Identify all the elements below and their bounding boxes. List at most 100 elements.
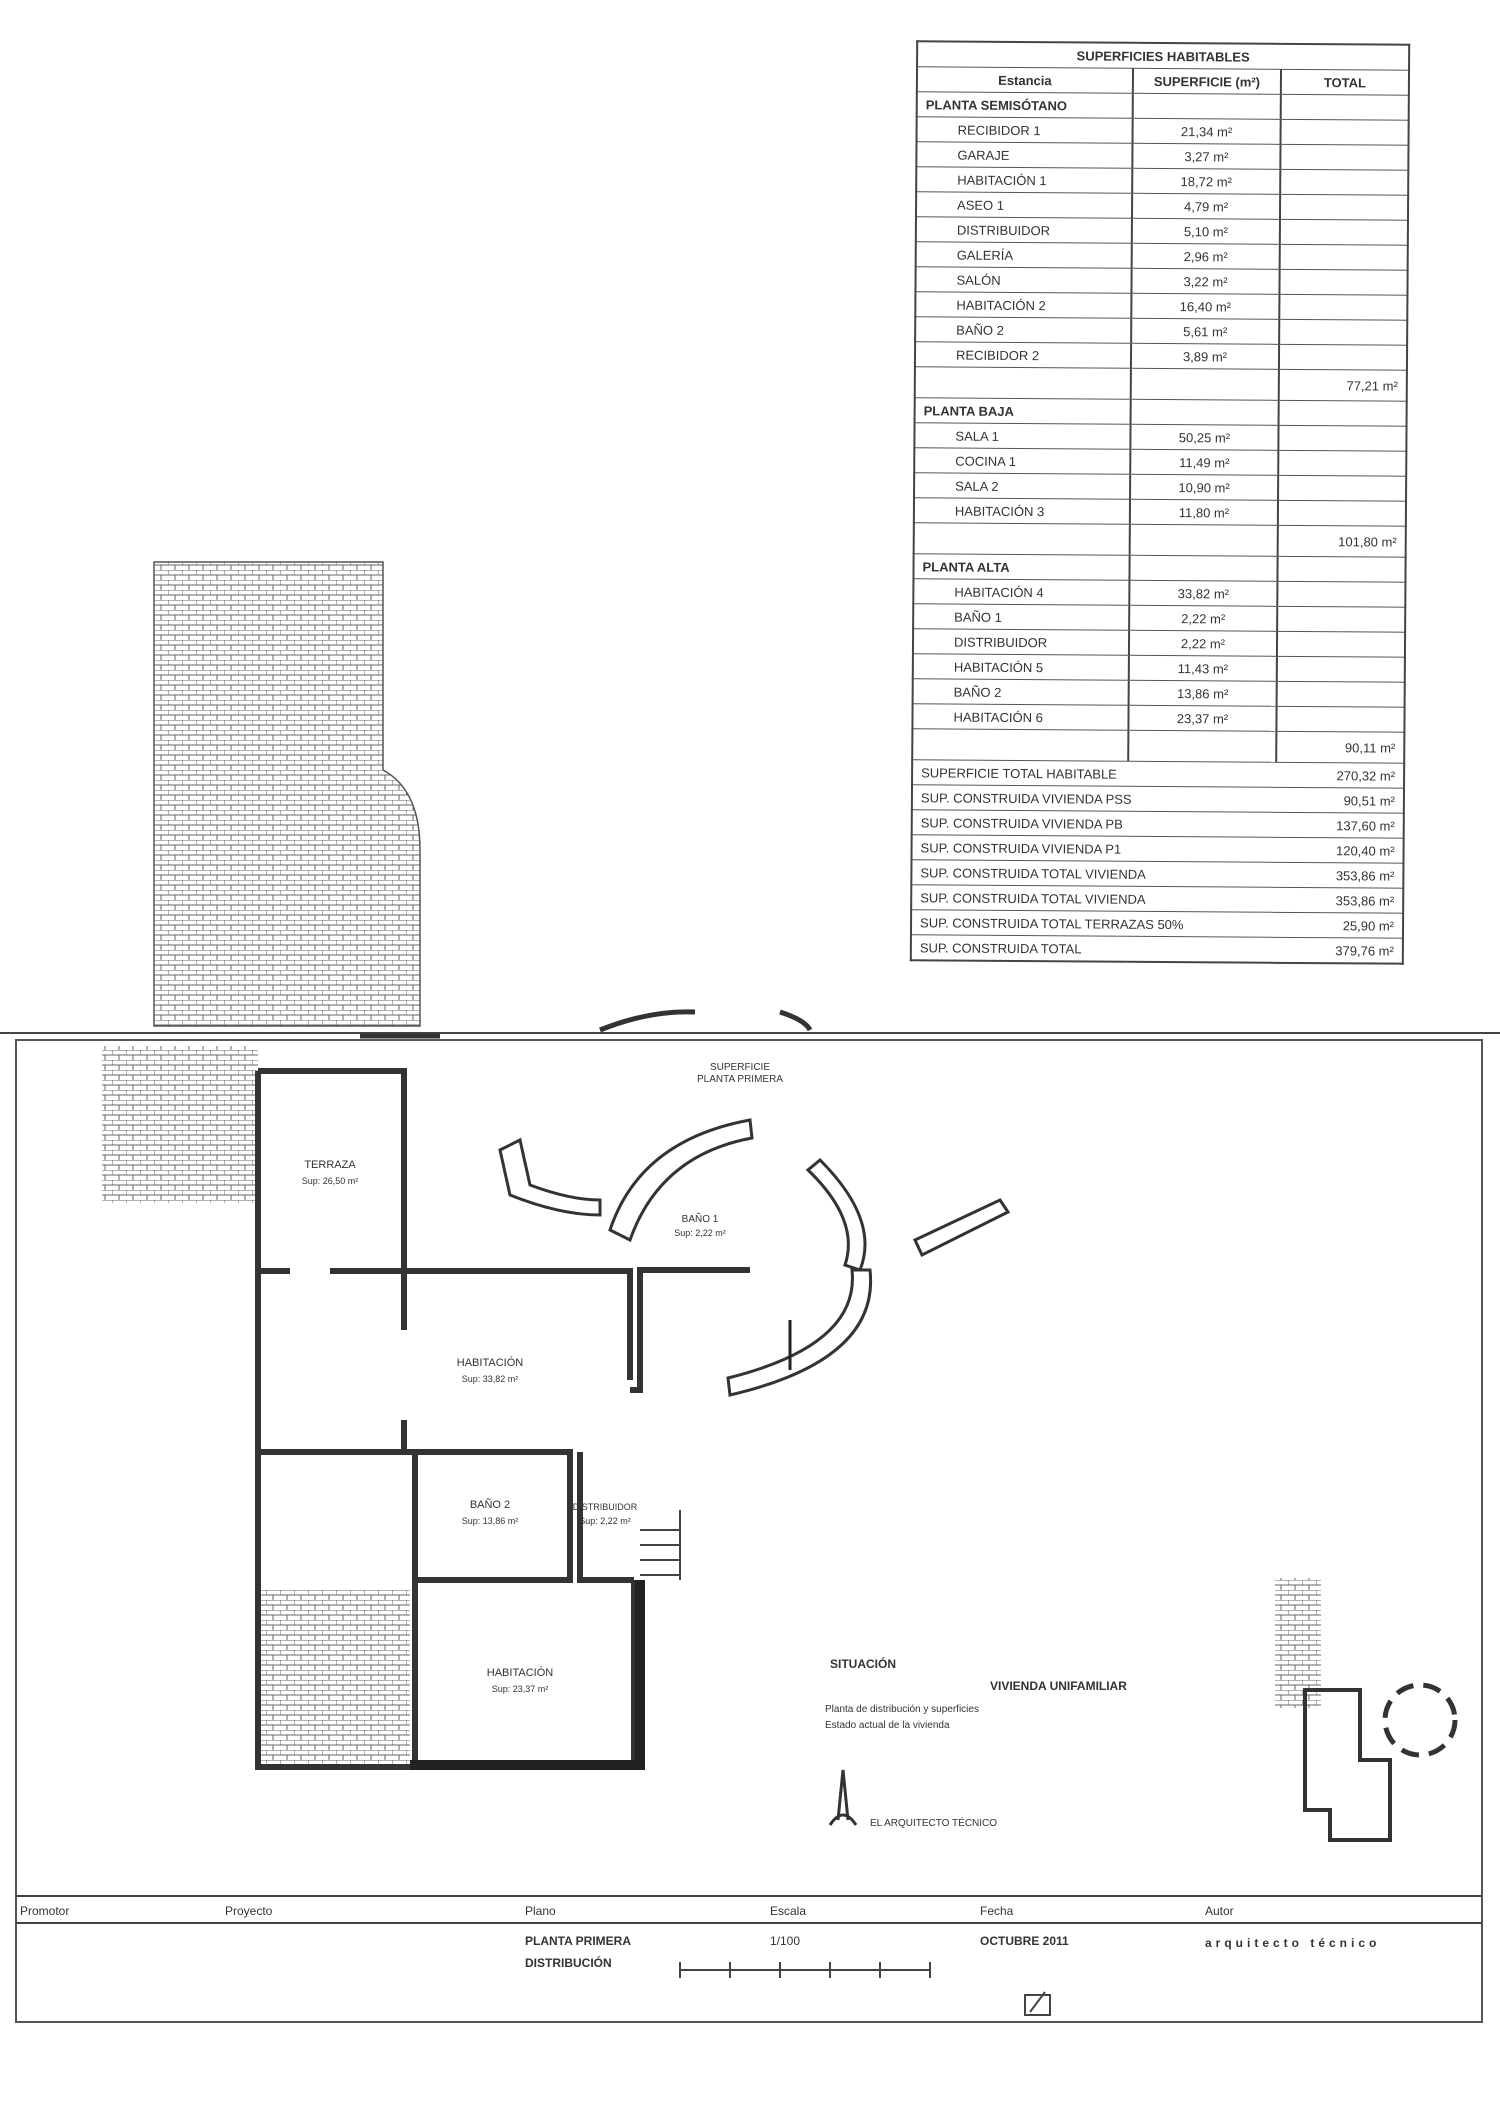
scale-bar — [679, 1962, 931, 1978]
row-label: HABITACIÓN 6 — [912, 703, 1129, 731]
row-value — [1132, 93, 1281, 120]
row-total — [1279, 194, 1409, 221]
note-line2: Estado actual de la vivienda — [825, 1720, 950, 1731]
row-label: SUP. CONSTRUIDA VIVIENDA P1 — [911, 834, 1276, 863]
row-label: COCINA 1 — [914, 447, 1131, 475]
row-value: 2,96 m² — [1131, 243, 1280, 270]
note-situacion: SITUACIÓN — [830, 1656, 896, 1671]
bottom-terrace-hatch — [258, 1590, 410, 1767]
row-label: GARAJE — [916, 141, 1133, 169]
value-plano-2: DISTRIBUCIÓN — [525, 1955, 612, 1970]
row-total — [1280, 94, 1409, 121]
row-label: SUP. CONSTRUIDA TOTAL TERRAZAS 50% — [910, 909, 1276, 938]
row-label: SUPERFICIE TOTAL HABITABLE — [912, 759, 1277, 788]
row-value: 10,90 m² — [1130, 474, 1279, 501]
row-label: BAÑO 2 — [915, 316, 1132, 344]
row-value: 2,22 m² — [1128, 630, 1278, 657]
row-label: HABITACIÓN 5 — [912, 653, 1129, 681]
row-value — [1129, 555, 1278, 582]
row-total — [1280, 119, 1409, 146]
row-total: 101,80 m² — [1277, 525, 1406, 558]
row-total: 379,76 m² — [1274, 937, 1403, 964]
row-total — [1277, 556, 1406, 583]
row-total — [1278, 400, 1407, 427]
row-value: 3,89 m² — [1130, 343, 1280, 370]
row-label: SUP. CONSTRUIDA VIVIENDA PSS — [911, 784, 1277, 813]
row-total — [1279, 269, 1408, 296]
row-total — [1277, 581, 1406, 608]
row-total: 90,51 m² — [1275, 787, 1405, 814]
label-escala: Escala — [770, 1904, 806, 1918]
room-label-habitacion-b: HABITACIÓN — [487, 1666, 553, 1679]
row-total — [1276, 656, 1405, 683]
row-value: 23,37 m² — [1128, 705, 1277, 732]
row-label: ASEO 1 — [915, 191, 1133, 219]
table-row: PLANTA SEMISÓTANO — [916, 91, 1409, 121]
row-value — [1130, 368, 1279, 401]
row-total — [1277, 500, 1407, 527]
room-label-habitacion-a: HABITACIÓN — [457, 1356, 523, 1369]
row-total — [1278, 344, 1408, 371]
note-vivienda: VIVIENDA UNIFAMILIAR — [990, 1679, 1127, 1693]
upper-terrace-hatch — [153, 561, 421, 1027]
row-label: BAÑO 2 — [912, 678, 1129, 706]
row-total: 77,21 m² — [1278, 369, 1407, 402]
row-total: 90,11 m² — [1276, 731, 1405, 764]
row-label: SUP. CONSTRUIDA TOTAL — [910, 934, 1275, 963]
row-value: 5,61 m² — [1131, 318, 1280, 345]
left-terrace-hatch — [102, 1046, 258, 1203]
row-total — [1277, 606, 1406, 633]
room-area-bano1: Sup: 2,22 m² — [674, 1228, 726, 1238]
row-label: DISTRIBUIDOR — [915, 216, 1132, 244]
row-label: SUP. CONSTRUIDA TOTAL VIVIENDA — [911, 859, 1276, 888]
row-label: HABITACIÓN 3 — [913, 497, 1131, 525]
row-total — [1278, 425, 1407, 452]
row-total: 120,40 m² — [1275, 837, 1404, 864]
row-label: HABITACIÓN 4 — [913, 578, 1130, 606]
row-total: 25,90 m² — [1274, 912, 1404, 939]
room-area-habitacion-a: Sup: 33,82 m² — [462, 1374, 519, 1384]
row-total — [1276, 706, 1405, 733]
row-label — [914, 366, 1131, 400]
row-value: 33,82 m² — [1129, 580, 1278, 607]
row-label: HABITACIÓN 1 — [916, 166, 1133, 194]
sheet-frame — [15, 1039, 1483, 2023]
row-value: 11,49 m² — [1130, 449, 1279, 476]
room-area-habitacion-b: Sup: 23,37 m² — [492, 1684, 549, 1694]
label-autor: Autor — [1205, 1904, 1234, 1918]
room-area-terraza: Sup: 26,50 m² — [302, 1176, 359, 1186]
label-fecha: Fecha — [980, 1904, 1014, 1918]
row-value: 11,43 m² — [1128, 655, 1277, 682]
row-value — [1128, 730, 1277, 763]
curved-walls — [498, 1118, 1011, 1397]
row-total — [1278, 450, 1407, 477]
row-label: DISTRIBUIDOR — [912, 628, 1130, 656]
row-label: SALA 1 — [914, 422, 1131, 450]
row-label — [912, 728, 1129, 762]
table-row: SUP. CONSTRUIDA TOTAL TERRAZAS 50%25,90 … — [910, 909, 1404, 939]
table-row: PLANTA BAJA — [914, 397, 1407, 427]
row-label: RECIBIDOR 1 — [916, 116, 1133, 144]
row-value: 18,72 m² — [1132, 168, 1281, 195]
row-value: 2,22 m² — [1129, 605, 1278, 632]
value-autor: arquitecto técnico — [1205, 1936, 1380, 1950]
row-label: HABITACIÓN 2 — [915, 291, 1132, 319]
row-value: 3,22 m² — [1131, 268, 1280, 295]
